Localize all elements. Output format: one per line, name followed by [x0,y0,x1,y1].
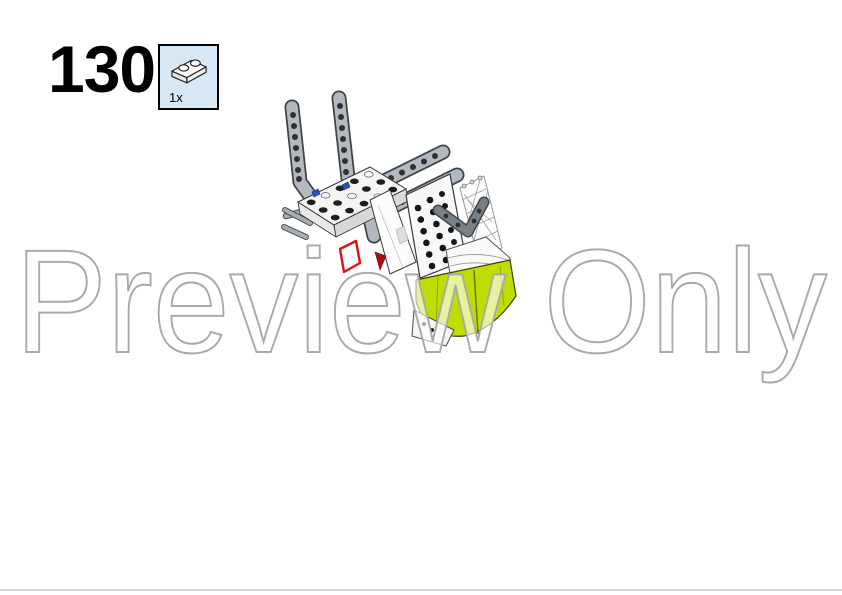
blue-pin [311,188,321,198]
part-count-label: 1x [169,90,183,105]
red-element [374,251,387,271]
placement-callout [338,239,362,274]
step-number: 130 [48,32,156,106]
dark-bent-beam [432,196,490,238]
middle-sloped-panel [369,189,417,275]
plate-1x2-icon [170,59,207,84]
studs [306,171,398,221]
blue-pin [341,181,351,191]
parts-callout-box: 1x [158,44,219,110]
model-illustration [281,90,517,347]
footer-rule [0,589,842,591]
bottom-keel [411,309,455,347]
protruding-axles [281,207,313,240]
